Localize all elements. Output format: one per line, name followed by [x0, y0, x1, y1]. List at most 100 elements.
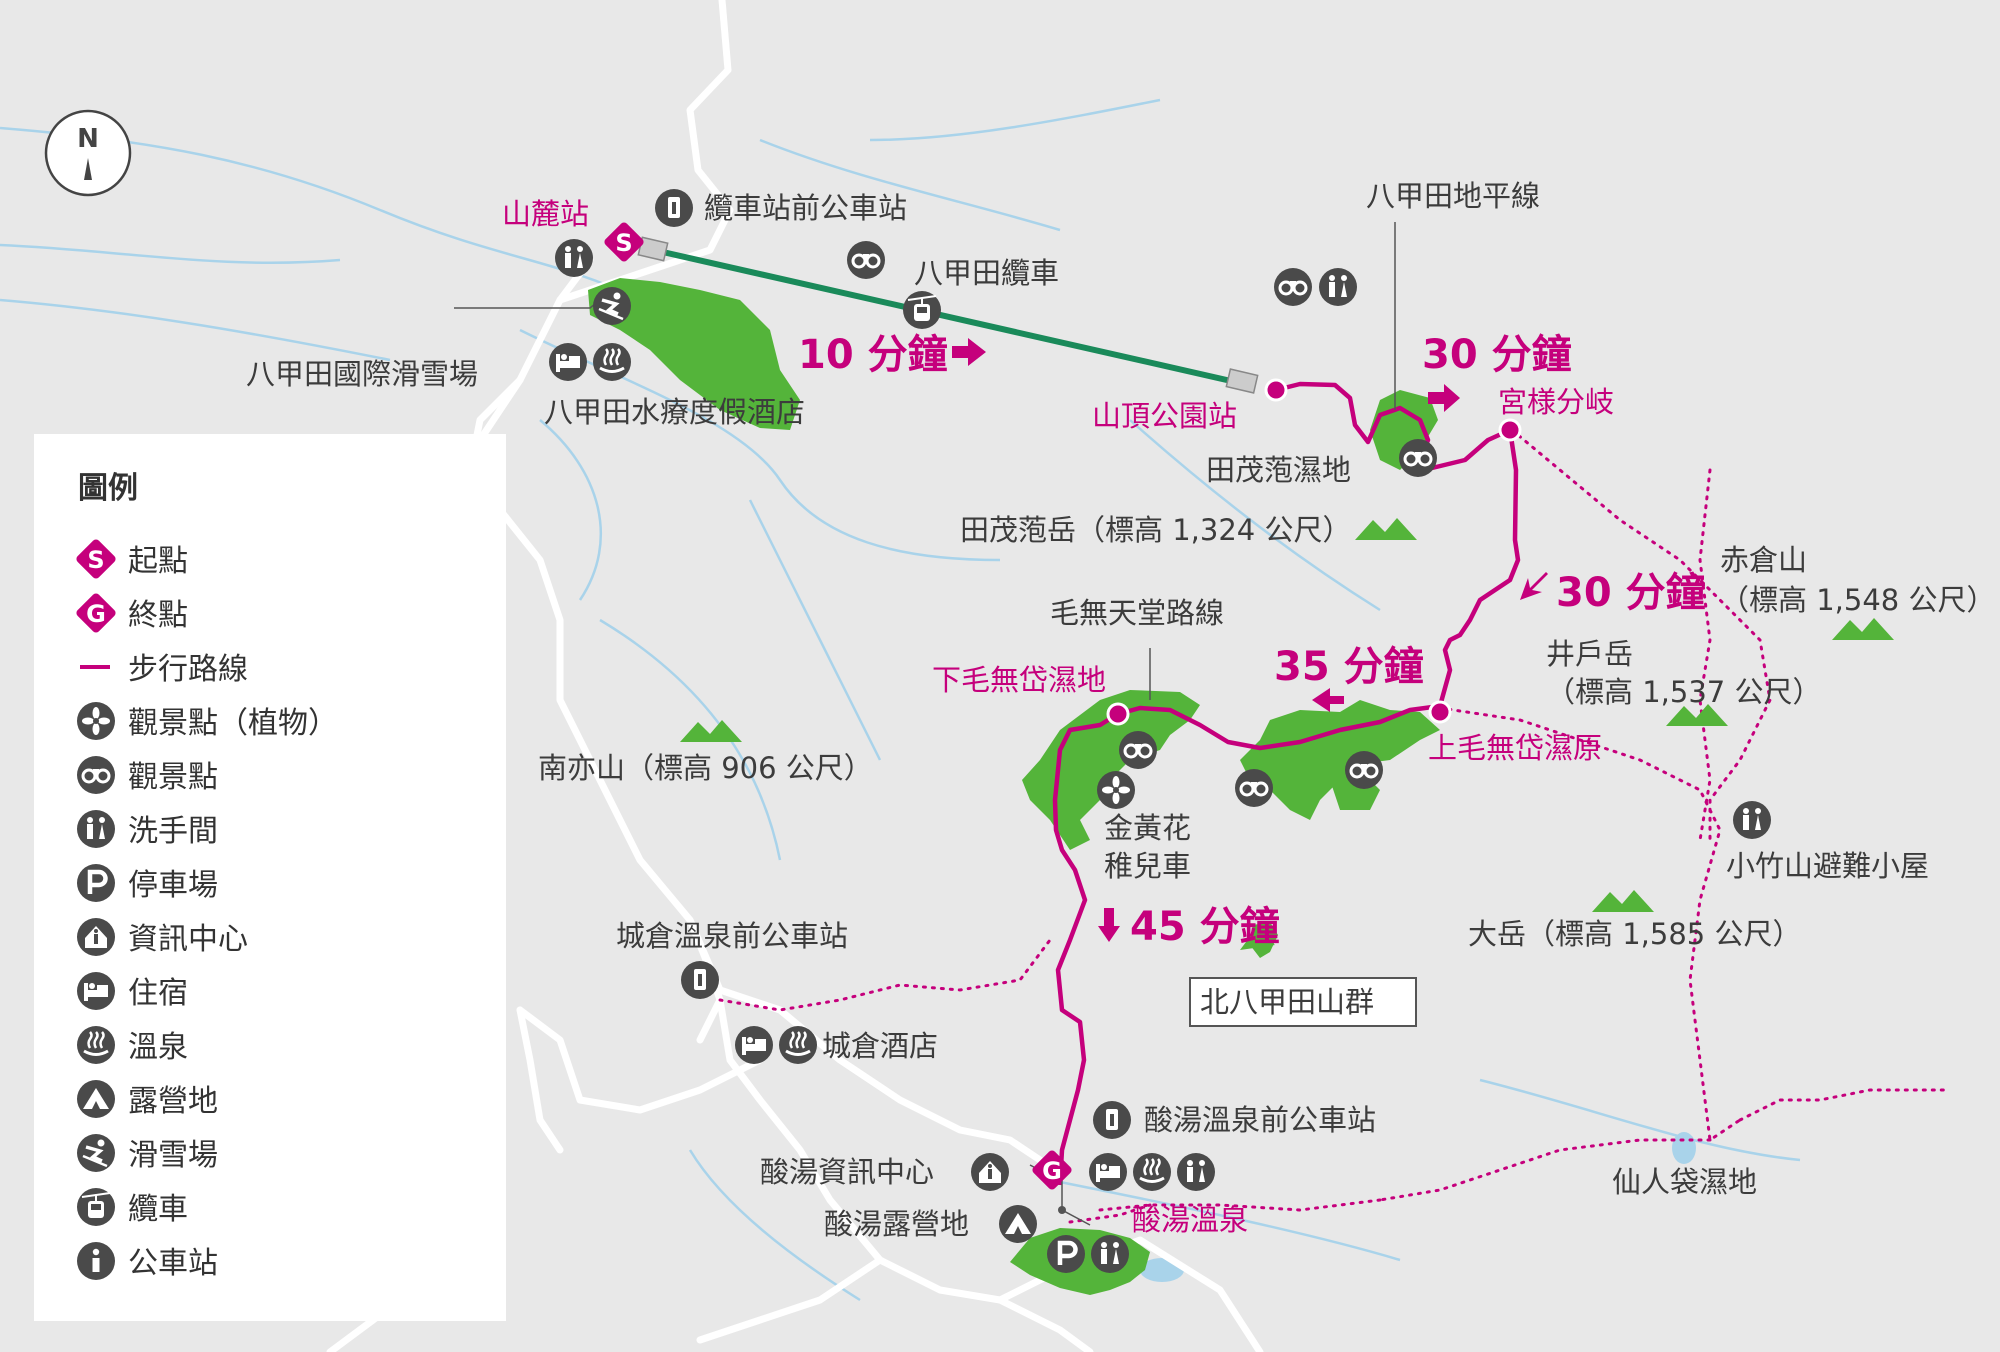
hot-spring-icon[interactable]	[1131, 1151, 1173, 1193]
label-sukayu-onsen[interactable]: 酸湯溫泉	[1132, 1203, 1248, 1237]
parking-icon	[77, 864, 115, 902]
label-kinbai[interactable]: 金黃花	[1104, 811, 1191, 845]
bus-stop-icon[interactable]	[655, 189, 693, 227]
restroom-icon[interactable]	[555, 239, 593, 277]
label-ropeway-bus[interactable]: 纜車站前公車站	[704, 191, 907, 225]
label-sancho[interactable]: 山頂公園站	[1092, 399, 1237, 433]
label-sanroku[interactable]: 山麓站	[502, 197, 589, 231]
legend-item-start: 起點	[128, 544, 188, 579]
time-ropeway: 10 分鐘	[798, 332, 948, 378]
tent-icon	[77, 1080, 115, 1118]
legend-title: 圖例	[78, 471, 138, 506]
legend-item-info: 資訊中心	[128, 922, 248, 957]
label-minami-hakkoda[interactable]: 南亦山（標高 906 公尺）	[538, 751, 873, 785]
label-sennin[interactable]: 仙人袋濕地	[1612, 1165, 1757, 1199]
legend-item-viewpoint: 觀景點	[128, 760, 218, 795]
route-points	[1058, 378, 1522, 1214]
label-shimokemu[interactable]: 下毛無岱濕地	[932, 663, 1106, 697]
legend-item-ski: 滑雪場	[128, 1138, 218, 1173]
label-ropeway[interactable]: 八甲田纜車	[914, 256, 1059, 290]
legend-item-lodging: 住宿	[128, 976, 188, 1011]
restroom-icon[interactable]	[1319, 268, 1357, 306]
bus-stop-icon[interactable]	[681, 961, 719, 999]
label-sukayu-bus[interactable]: 酸湯溫泉前公車站	[1144, 1103, 1376, 1137]
binoculars-icon[interactable]	[1397, 437, 1439, 479]
label-sukayu-camp[interactable]: 酸湯露營地	[824, 1207, 969, 1241]
flower-icon[interactable]	[1097, 771, 1135, 809]
other-trails	[718, 428, 1952, 1224]
legend-item-route: 步行路線	[128, 652, 248, 687]
bed-icon[interactable]	[735, 1026, 773, 1064]
binoculars-icon[interactable]	[1343, 749, 1385, 791]
label-skyline[interactable]: 八甲田地平線	[1366, 179, 1540, 213]
ropeway-icon[interactable]	[902, 290, 942, 330]
roads	[326, 0, 1264, 1352]
legend-items: 起點 終點 步行路線 觀景點（植物） 觀景點 洗手間 停車場 資訊中心 住宿 溫…	[75, 537, 338, 1281]
label-mountains-box[interactable]: 北八甲田山群	[1200, 985, 1374, 1019]
bed-icon	[77, 972, 115, 1010]
legend-item-bus: 公車站	[128, 1246, 218, 1281]
label-ski-resort[interactable]: 八甲田國際滑雪場	[246, 357, 478, 391]
parking-icon[interactable]	[1047, 1235, 1085, 1273]
label-odake[interactable]: 大岳（標高 1,585 公尺）	[1468, 917, 1801, 951]
restroom-icon[interactable]	[1733, 801, 1771, 839]
tent-icon[interactable]	[999, 1205, 1037, 1243]
flower-icon	[77, 702, 115, 740]
label-ido-alt[interactable]: （標高 1,537 公尺）	[1546, 675, 1821, 709]
binoculars-icon[interactable]	[1233, 767, 1275, 809]
hot-spring-icon[interactable]	[591, 341, 633, 383]
legend-item-flower: 觀景點（植物）	[128, 706, 338, 741]
walking-times: 10 分鐘 30 分鐘 30 分鐘 35 分鐘 45 分鐘	[798, 332, 1706, 950]
hot-spring-icon[interactable]	[777, 1024, 819, 1066]
mountains-box	[1189, 977, 1417, 1027]
bed-icon[interactable]	[1089, 1153, 1127, 1191]
restroom-icon[interactable]	[1177, 1153, 1215, 1191]
binoculars-icon[interactable]	[1117, 729, 1159, 771]
north-compass: N	[44, 109, 132, 197]
legend-item-camp: 露營地	[128, 1084, 218, 1119]
label-kotake-hut[interactable]: 小竹山避難小屋	[1726, 849, 1929, 883]
skier-icon	[75, 1132, 117, 1174]
arrow-right-icon	[952, 338, 986, 366]
label-miyasama[interactable]: 宮様分岐	[1498, 385, 1614, 419]
legend-item-restroom: 洗手間	[128, 814, 218, 849]
label-tamoyachi-peak[interactable]: 田茂萢岳（標高 1,324 公尺）	[960, 513, 1351, 547]
time-skyline: 30 分鐘	[1422, 332, 1572, 378]
compass-letter: N	[77, 124, 99, 154]
info-center-icon[interactable]	[971, 1153, 1009, 1191]
label-chigo[interactable]: 稚兒車	[1104, 849, 1191, 883]
bus-stop-icon	[77, 1242, 115, 1280]
walking-route	[1052, 381, 1521, 1186]
time-miyasama: 30 分鐘	[1556, 570, 1706, 616]
skier-icon[interactable]	[591, 285, 633, 327]
bus-stop-icon[interactable]	[1093, 1101, 1131, 1139]
label-akakura[interactable]: 赤倉山	[1720, 543, 1807, 577]
label-sukayu-info[interactable]: 酸湯資訊中心	[760, 1155, 934, 1189]
label-spa-hotel[interactable]: 八甲田水療度假酒店	[544, 395, 805, 429]
legend-item-parking: 停車場	[128, 868, 218, 903]
legend-item-goal: 終點	[128, 598, 188, 633]
binoculars-icon	[75, 754, 117, 796]
label-akakura-alt[interactable]: （標高 1,548 公尺）	[1720, 583, 1995, 617]
restroom-icon	[77, 810, 115, 848]
restroom-icon[interactable]	[1091, 1235, 1129, 1273]
label-jogakura-hotel[interactable]: 城倉酒店	[822, 1029, 938, 1063]
arrow-right-icon	[1428, 384, 1460, 412]
hot-spring-icon	[75, 1024, 117, 1066]
ropeway-line	[637, 236, 1259, 394]
label-tamoyachi-marsh[interactable]: 田茂萢濕地	[1206, 453, 1351, 487]
arrow-down-left-icon	[1520, 572, 1548, 600]
arrow-down-icon	[1098, 908, 1120, 942]
bed-icon[interactable]	[549, 343, 587, 381]
binoculars-icon[interactable]	[845, 239, 887, 281]
label-ido[interactable]: 井戶岳	[1546, 637, 1633, 671]
time-shimokemu: 45 分鐘	[1130, 904, 1280, 950]
binoculars-icon[interactable]	[1272, 266, 1314, 308]
arrow-left-icon	[1312, 688, 1344, 712]
label-kedo-route[interactable]: 毛無天堂路線	[1050, 596, 1224, 630]
label-jogakura-bus[interactable]: 城倉溫泉前公車站	[616, 919, 848, 953]
legend-item-ropeway: 纜車	[128, 1192, 188, 1227]
label-kamikemu[interactable]: 上毛無岱濕原	[1428, 731, 1602, 765]
legend-item-onsen: 溫泉	[128, 1030, 188, 1065]
